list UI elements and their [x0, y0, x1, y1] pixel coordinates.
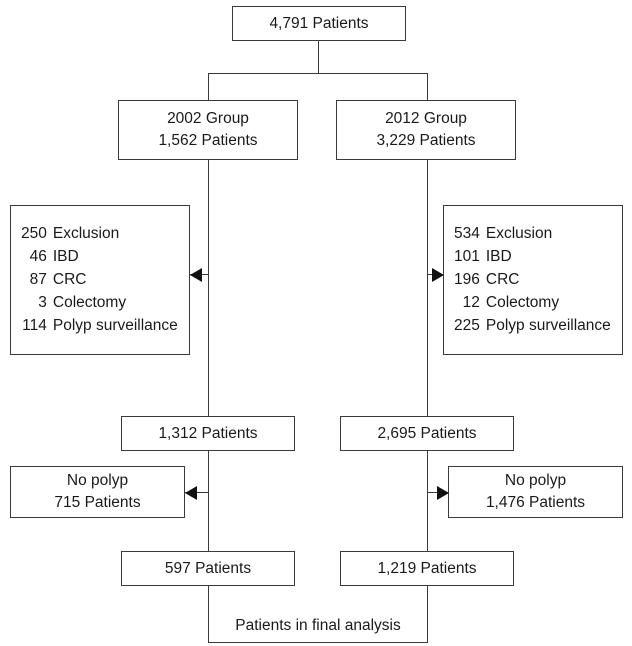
final-analysis-box: Patients in final analysis	[208, 610, 428, 643]
group-patients-2002: 1,562 Patients	[158, 132, 258, 149]
final-count-box-2012: 1,219 Patients	[340, 551, 514, 586]
final-count-label-2002: 597 Patients	[164, 559, 252, 577]
final-analysis-label: Patients in final analysis	[235, 617, 401, 634]
final-count-box-2002: 597 Patients	[121, 551, 295, 586]
connector-split-right	[427, 73, 428, 100]
exclusion-total-label-2002: Exclusion	[52, 225, 120, 242]
after-exclusion-label-2012: 2,695 Patients	[377, 424, 477, 442]
exclusion-reason-count-crc-2002: 87	[29, 271, 47, 288]
exclusion-list-2002: 250 Exclusion 46 IBD 87 CRC 3 Colectomy …	[21, 223, 178, 337]
group-title-2012: 2012 Group	[385, 110, 467, 127]
exclusion-total-count-2012: 534	[454, 225, 480, 242]
exclusion-reason-label-polyp-2002: Polyp surveillance	[52, 317, 178, 334]
exclusion-reason-label-colectomy-2002: Colectomy	[52, 294, 127, 311]
connector-split-left	[208, 73, 209, 100]
group-box-2002: 2002 Group 1,562 Patients	[118, 100, 298, 160]
spine-right-lower	[427, 586, 428, 610]
exclusion-total-count-2002: 250	[21, 225, 47, 242]
exclusion-box-2012: 534 Exclusion 101 IBD 196 CRC 12 Colecto…	[443, 205, 623, 355]
exclusion-box-2002: 250 Exclusion 46 IBD 87 CRC 3 Colectomy …	[10, 205, 190, 355]
spine-right-middle	[427, 451, 428, 551]
after-exclusion-label-2002: 1,312 Patients	[158, 424, 258, 442]
exclusion-reason-label-crc-2012: CRC	[485, 271, 520, 288]
exclusion-reason-label-ibd-2012: IBD	[485, 248, 512, 265]
connector-split-horizontal	[208, 73, 427, 74]
no-polyp-title-2012: No polyp	[504, 472, 567, 489]
exclusion-reason-count-polyp-2002: 114	[22, 317, 47, 334]
spine-left-lower	[208, 586, 209, 610]
exclusion-reason-count-crc-2012: 196	[454, 271, 480, 288]
total-patients-label: 4,791 Patients	[269, 14, 369, 32]
no-polyp-arrowhead-2002	[185, 486, 197, 500]
exclusion-list-2012: 534 Exclusion 101 IBD 196 CRC 12 Colecto…	[454, 223, 611, 337]
exclusion-reason-label-colectomy-2012: Colectomy	[485, 294, 560, 311]
no-polyp-arrow-line-2002	[185, 492, 209, 493]
exclusion-reason-count-colectomy-2012: 12	[462, 294, 480, 311]
connector-total-down	[318, 41, 319, 74]
exclusion-reason-label-ibd-2002: IBD	[52, 248, 79, 265]
after-exclusion-box-2002: 1,312 Patients	[121, 416, 295, 451]
exclusion-total-label-2012: Exclusion	[485, 225, 553, 242]
no-polyp-arrowhead-2012	[437, 486, 449, 500]
exclusion-reason-label-polyp-2012: Polyp surveillance	[485, 317, 611, 334]
exclusion-reason-count-colectomy-2002: 3	[38, 294, 47, 311]
group-title-2002: 2002 Group	[167, 110, 249, 127]
after-exclusion-box-2012: 2,695 Patients	[340, 416, 514, 451]
exclusion-reason-count-polyp-2012: 225	[454, 317, 480, 334]
spine-left-middle	[208, 451, 209, 551]
no-polyp-title-2002: No polyp	[66, 472, 129, 489]
exclusion-arrowhead-2002	[190, 268, 202, 282]
total-patients-box: 4,791 Patients	[232, 6, 406, 41]
exclusion-reason-count-ibd-2012: 101	[454, 248, 480, 265]
no-polyp-box-2002: No polyp 715 Patients	[10, 466, 185, 518]
group-box-2012: 2012 Group 3,229 Patients	[336, 100, 516, 160]
exclusion-reason-label-crc-2002: CRC	[52, 271, 87, 288]
group-patients-2012: 3,229 Patients	[376, 132, 476, 149]
spine-right-upper	[427, 160, 428, 416]
no-polyp-patients-2012: 1,476 Patients	[485, 494, 586, 511]
exclusion-arrowhead-2012	[432, 268, 444, 282]
no-polyp-patients-2002: 715 Patients	[54, 494, 141, 511]
no-polyp-box-2012: No polyp 1,476 Patients	[448, 466, 623, 518]
exclusion-reason-count-ibd-2002: 46	[29, 248, 47, 265]
final-count-label-2012: 1,219 Patients	[377, 559, 477, 577]
spine-left-upper	[208, 160, 209, 416]
